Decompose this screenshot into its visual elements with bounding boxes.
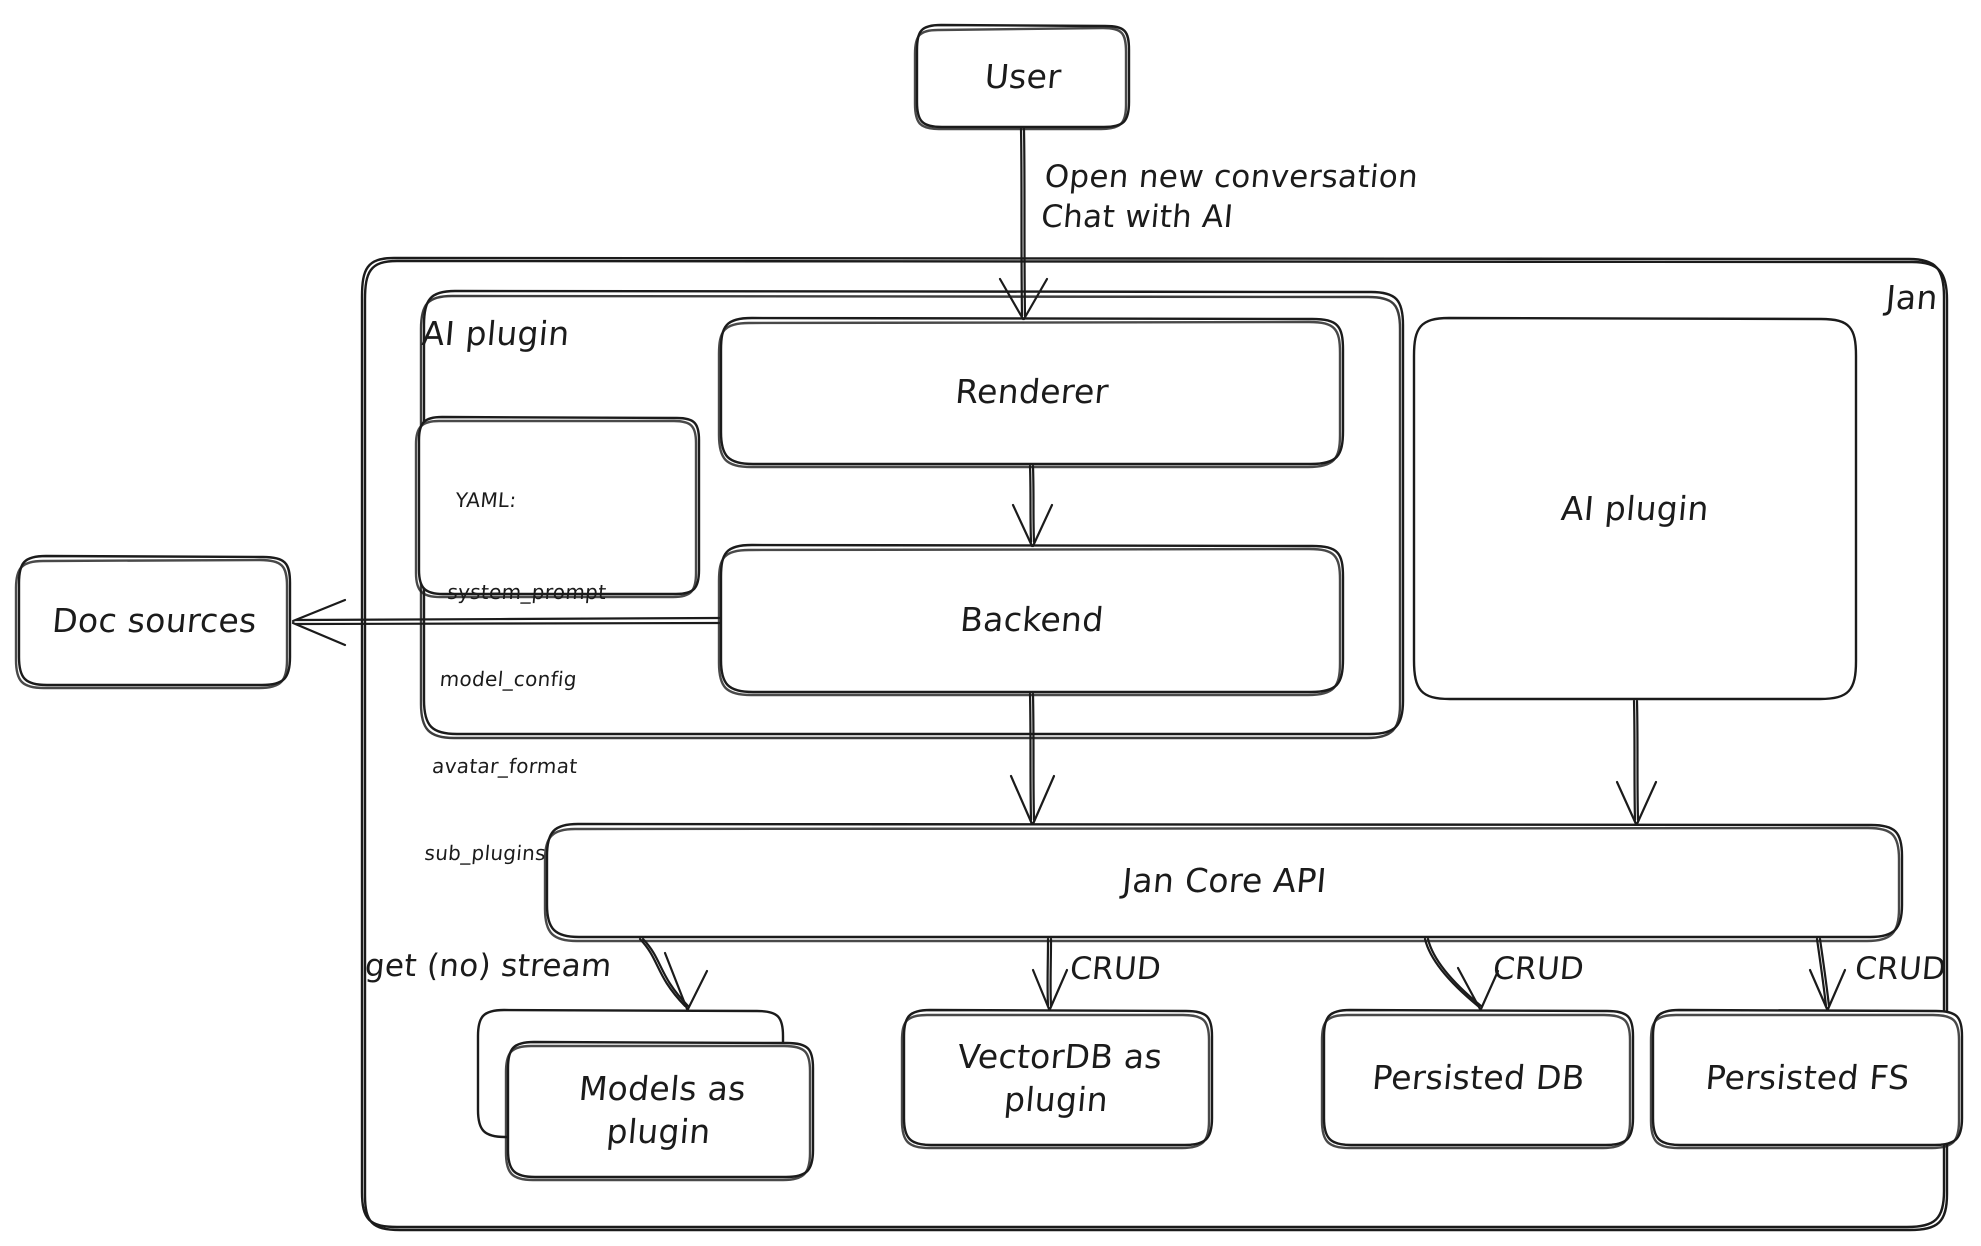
- yaml-note-item-3: sub_plugins: [423, 841, 548, 865]
- yaml-note-item-1: model_config: [438, 667, 578, 691]
- edge-user-to-renderer: [998, 127, 1049, 321]
- node-vectordb-plugin-shape: [900, 1008, 1214, 1150]
- node-yaml-note-shape: [414, 415, 701, 599]
- edge-backend-to-jan-core-api: [1009, 692, 1056, 826]
- edge-renderer-to-backend: [1011, 464, 1054, 548]
- group-jan-boundary: [360, 256, 1949, 1232]
- node-backend-shape: [717, 543, 1345, 697]
- edge-api-to-persisted-fs: [1808, 937, 1847, 1011]
- node-label-user: User: [983, 56, 1063, 96]
- node-label-jan-core-api: Jan Core API: [1120, 861, 1329, 901]
- edge-api-to-models-plugin: [638, 937, 709, 1011]
- edge-label-api-to-persisted-db: CRUD: [1491, 951, 1586, 987]
- node-ai-plugin-right-shape: [1412, 316, 1858, 701]
- yaml-note-item-0: system_prompt: [446, 580, 608, 604]
- group-label-ai-plugin: AI plugin: [420, 314, 572, 353]
- yaml-note-item-2: avatar_format: [431, 754, 579, 778]
- edge-api-to-persisted-db: [1423, 937, 1500, 1011]
- group-ai-plugin-boundary: [419, 289, 1405, 740]
- node-persisted-db-shape: [1320, 1008, 1635, 1150]
- node-label-renderer: Renderer: [953, 371, 1111, 411]
- edge-label-api-to-vectordb: CRUD: [1068, 951, 1163, 987]
- node-renderer-shape: [717, 316, 1345, 469]
- node-label-models-plugin: Models as plugin: [577, 1069, 748, 1151]
- yaml-note-heading: YAML:: [454, 488, 518, 512]
- node-label-doc-sources: Doc sources: [50, 601, 259, 641]
- node-label-persisted-fs: Persisted FS: [1703, 1058, 1912, 1098]
- yaml-note-text: YAML: system_prompt model_config avatar_…: [418, 428, 712, 926]
- edge-backend-to-doc-sources: [291, 598, 721, 647]
- node-models-plugin-shape: [476, 1008, 815, 1182]
- node-jan-core-api-shape: [543, 822, 1904, 943]
- edge-api-to-vectordb-plugin: [1031, 937, 1069, 1011]
- node-label-persisted-db: Persisted DB: [1370, 1058, 1587, 1098]
- edge-ai-plugin-to-jan-core-api: [1615, 699, 1658, 826]
- node-doc-sources-shape: [14, 554, 292, 690]
- edge-label-user-to-renderer: Open new conversation Chat with AI: [1039, 159, 1420, 235]
- node-label-vectordb-plugin: VectorDB as plugin: [955, 1037, 1164, 1119]
- edge-label-api-to-models: get (no) stream: [363, 948, 614, 984]
- node-label-ai-plugin-right: AI plugin: [1559, 489, 1711, 529]
- node-persisted-fs-shape: [1649, 1008, 1964, 1150]
- edge-label-api-to-persisted-fs: CRUD: [1853, 951, 1948, 987]
- node-user-shape: [913, 23, 1131, 131]
- group-label-jan: Jan: [1884, 278, 1940, 317]
- node-label-backend: Backend: [958, 599, 1106, 639]
